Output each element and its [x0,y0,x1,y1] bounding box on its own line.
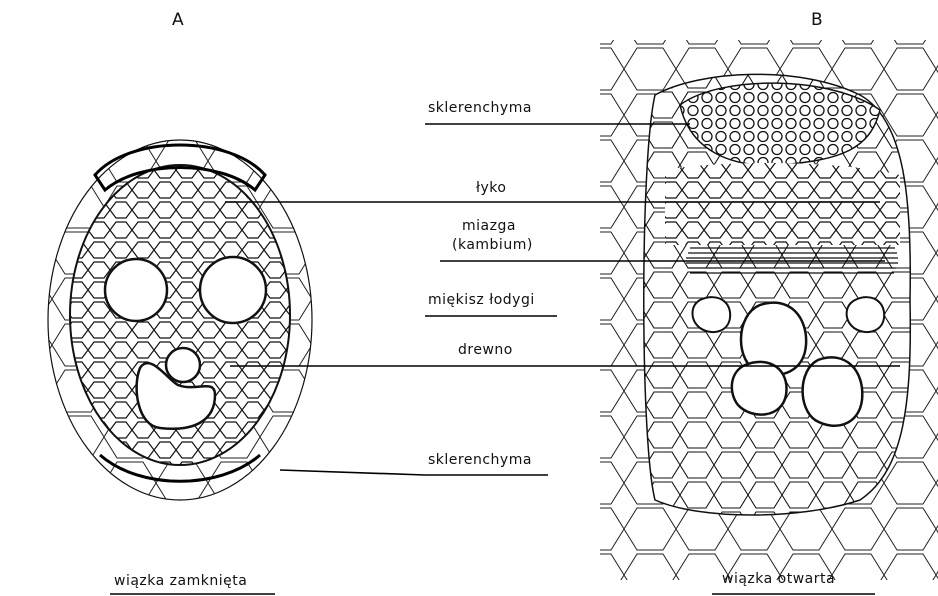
panel-a-letter: A [172,10,184,30]
panel-b-letter: B [811,10,823,30]
label-miekisz-lodygi: miękisz łodygi [428,292,535,308]
caption-closed-bundle: wiązka zamknięta [114,573,247,589]
caption-open-bundle: wiązka otwarta [722,571,835,587]
label-sklerenchyma-bottom: sklerenchyma [428,452,532,468]
label-lyko: łyko [476,180,506,196]
bundle-b-open [600,40,938,580]
bundle-a-closed [40,120,340,520]
label-kambium: (kambium) [452,237,533,253]
label-miazga: miazga [462,218,516,234]
label-sklerenchyma-top: sklerenchyma [428,100,532,116]
label-drewno: drewno [458,342,513,358]
